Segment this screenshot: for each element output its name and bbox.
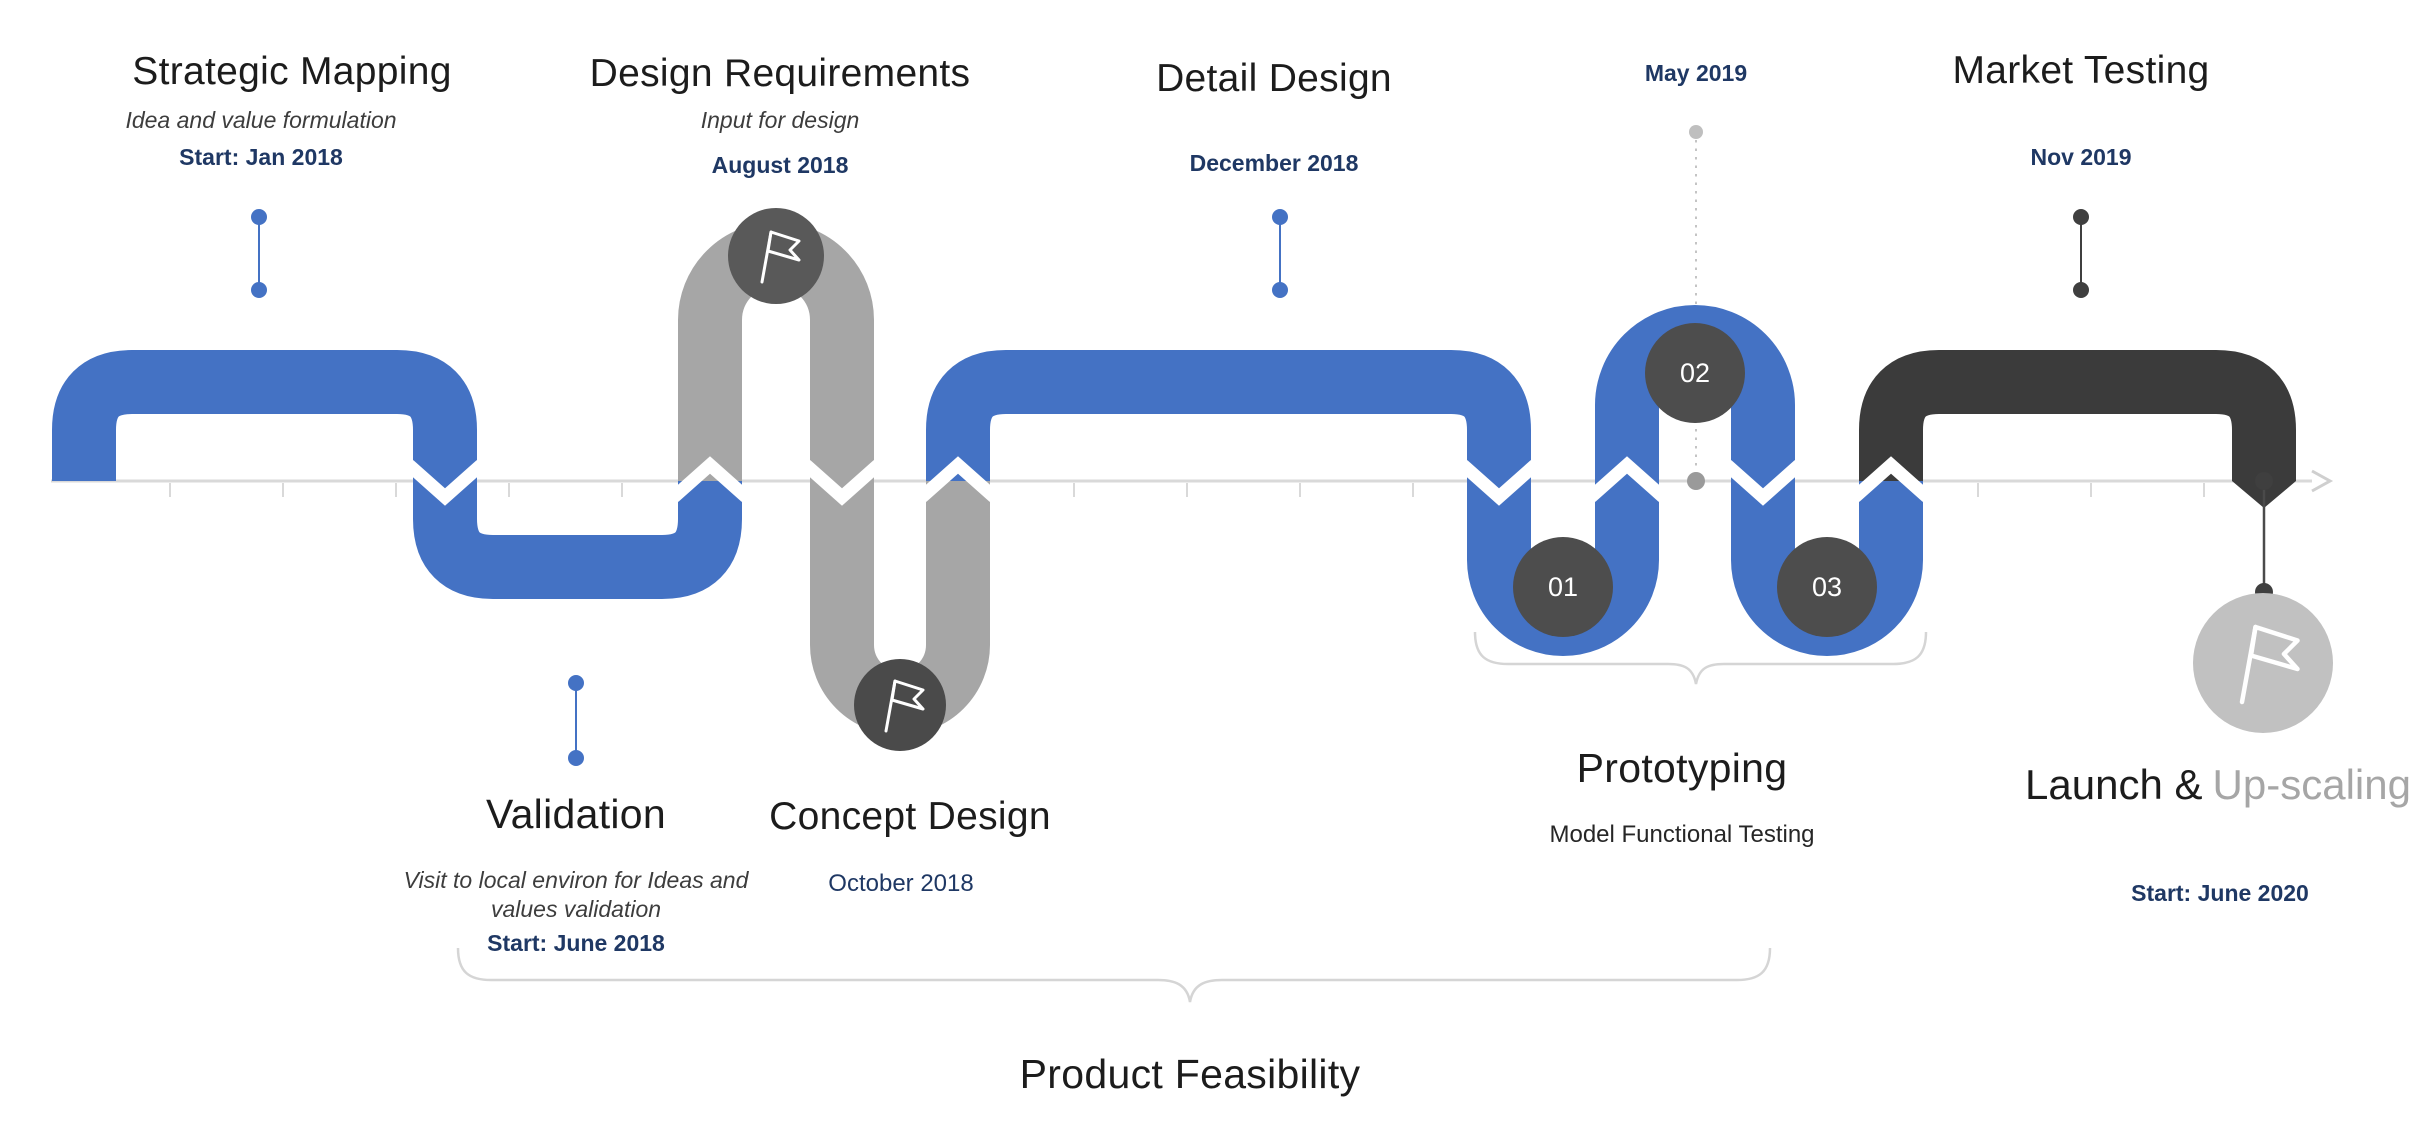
design-requirements-date: August 2018: [711, 152, 849, 178]
launch-flag-badge: [2193, 593, 2333, 733]
product-feasibility-label: Product Feasibility: [1019, 1051, 1361, 1097]
detail-design-date: December 2018: [1189, 150, 1359, 176]
launch-title-main: Launch &: [2025, 761, 2203, 808]
detail-design-title: Detail Design: [1156, 57, 1392, 100]
concept-design-flag-badge: [854, 659, 946, 751]
launch-date: Start: June 2020: [2131, 880, 2309, 906]
prototyping-step-3-label: 03: [1812, 572, 1842, 602]
strategic-mapping-title: Strategic Mapping: [132, 50, 452, 93]
ribbon-blue-left: [51, 350, 742, 599]
prototyping-title: Prototyping: [1576, 745, 1788, 791]
prototyping-step-2-label: 02: [1680, 358, 1710, 388]
concept-design-date: October 2018: [828, 870, 974, 897]
launch-title: Launch &Up-scaling: [2025, 759, 2411, 812]
detail-design-connector: [1272, 209, 1288, 298]
may-2019-dot-axis: [1687, 472, 1705, 490]
axis-arrowhead-icon: [2311, 469, 2334, 493]
design-requirements-flag-badge: [728, 208, 824, 304]
validation-subtitle: Visit to local environ for Ideas and val…: [403, 867, 749, 922]
ribbon-dark-right: [1859, 350, 2296, 481]
product-feasibility-brace: [456, 947, 1772, 1003]
ribbon-notches: [404, 456, 1932, 506]
market-testing-title: Market Testing: [1952, 49, 2210, 92]
prototyping-brace: [1473, 631, 1928, 685]
concept-design-title: Concept Design: [769, 795, 1051, 838]
may-2019-connector: [1689, 125, 1703, 470]
design-requirements-title: Design Requirements: [589, 52, 971, 95]
launch-title-accent: Up-scaling: [2212, 761, 2411, 808]
prototyping-step-2-badge: 02: [1645, 323, 1745, 423]
market-testing-date: Nov 2019: [2030, 144, 2132, 170]
strategic-mapping-connector: [251, 209, 267, 298]
validation-title: Validation: [485, 791, 667, 837]
may-2019-dot-top: [1689, 125, 1703, 139]
prototyping-step-3-badge: 03: [1777, 537, 1877, 637]
market-testing-connector: [2073, 209, 2089, 298]
validation-connector: [568, 675, 584, 766]
prototyping-step-1-label: 01: [1548, 572, 1578, 602]
validation-date: Start: June 2018: [487, 930, 665, 956]
prototyping-subtitle: Model Functional Testing: [1549, 821, 1815, 848]
strategic-mapping-subtitle: Idea and value formulation: [125, 107, 397, 133]
prototyping-milestone-date: May 2019: [1644, 60, 1748, 86]
strategic-mapping-date: Start: Jan 2018: [179, 144, 343, 170]
prototyping-step-1-badge: 01: [1513, 537, 1613, 637]
ribbon-gray-loops: [678, 222, 990, 735]
design-requirements-subtitle: Input for design: [700, 107, 860, 133]
